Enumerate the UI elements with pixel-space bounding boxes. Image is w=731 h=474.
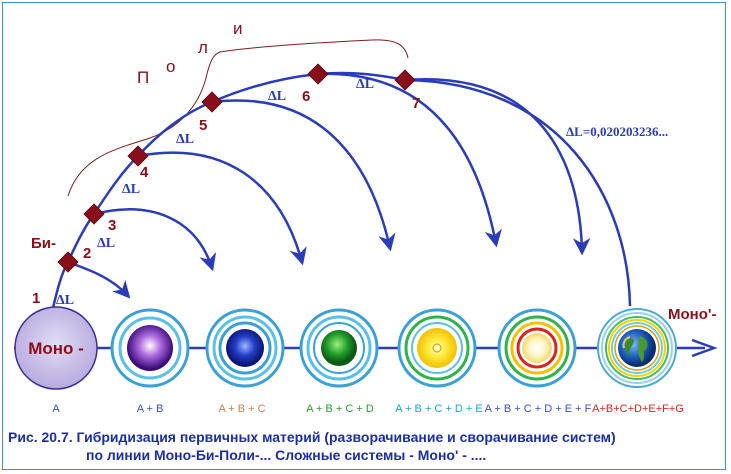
step-1: 1 <box>32 290 40 307</box>
diamond-7 <box>394 69 416 91</box>
diamond-6 <box>307 63 329 85</box>
poly-letter-3: л <box>198 38 208 57</box>
node-mono <box>14 306 98 390</box>
node-ab <box>110 308 190 388</box>
delta-l-1: ΔL <box>56 293 74 308</box>
delta-l-3: ΔL <box>122 182 140 197</box>
poly-letter-4: и <box>233 19 243 38</box>
step-5: 5 <box>199 117 207 134</box>
step-7: 7 <box>412 95 420 112</box>
step-3: 3 <box>108 217 116 234</box>
delta-l-2: ΔL <box>97 236 115 251</box>
step-4: 4 <box>140 164 149 181</box>
node-abc <box>205 308 285 388</box>
diamond-4 <box>127 145 149 167</box>
spine-curve <box>50 71 406 313</box>
delta-l-4: ΔL <box>176 132 194 147</box>
node-abcdef <box>497 308 577 388</box>
caption-abcdef: A + B + C + D + E + F <box>485 403 592 415</box>
mono-label: Моно - <box>28 339 84 358</box>
node-abcde <box>397 308 477 388</box>
delta-l-6: ΔL <box>356 77 374 92</box>
caption-ab: A + B <box>137 403 164 415</box>
mono-prime-label: Моно'- <box>668 306 716 323</box>
node-abcdefg <box>597 308 677 388</box>
caption-line-1: Рис. 20.7. Гибридизация первичных матери… <box>8 429 616 445</box>
diamond-3 <box>83 203 105 225</box>
figure-caption: Рис. 20.7. Гибридизация первичных матери… <box>8 428 723 464</box>
delta-l-5: ΔL <box>268 89 286 104</box>
node-abcd <box>299 308 379 388</box>
caption-abc: A + B + C <box>218 403 265 415</box>
step-6: 6 <box>302 88 310 105</box>
poly-bracket <box>67 39 409 197</box>
caption-abcdefg: A+B+C+D+E+F+G <box>592 403 684 415</box>
poly-letter-2: о <box>166 57 175 76</box>
bi-label: Би- <box>31 235 56 252</box>
caption-abcde: A + B + C + D + E <box>395 403 482 415</box>
caption-line-2: по линии Моно-Би-Поли-... Сложные систем… <box>86 447 487 463</box>
caption-a: A <box>52 403 60 415</box>
figure-frame <box>2 2 726 470</box>
delta-l-value: ΔL=0,020203236... <box>566 124 668 139</box>
step-2: 2 <box>83 245 91 262</box>
caption-abcd: A + B + C + D <box>306 403 374 415</box>
poly-letter-1: П <box>137 68 149 87</box>
branch-arcs <box>67 72 632 307</box>
diamond-5 <box>201 91 223 113</box>
spine-diamonds <box>57 63 416 273</box>
diamond-2 <box>57 251 79 273</box>
